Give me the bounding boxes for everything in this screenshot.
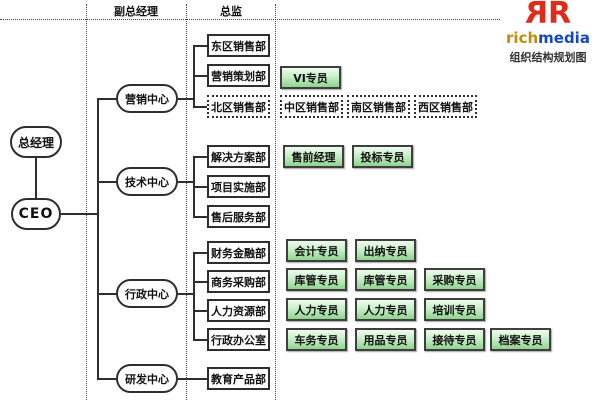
connector-administration-rail	[193, 252, 195, 341]
guide-line-vertical-3	[275, 4, 276, 400]
node-purchasing-specialist: 采购专员	[424, 268, 485, 291]
node-project-impl: 项目实施部	[207, 175, 270, 198]
connector-gm-ceo	[35, 158, 37, 198]
connector-research-edu	[178, 378, 207, 380]
connector-branch-research	[97, 378, 117, 380]
connector-stub-finance	[193, 252, 207, 254]
node-research-center: 研发中心	[116, 364, 178, 393]
guide-line-vertical-2	[186, 4, 187, 400]
node-hr-specialist-1: 人力专员	[286, 298, 347, 321]
node-hr: 人力资源部	[207, 299, 270, 322]
node-bidding-specialist: 投标专员	[352, 145, 413, 168]
node-training-specialist: 培训专员	[424, 298, 485, 321]
chart-title: 组织结构规划图	[509, 51, 587, 64]
guide-line-vertical-1	[86, 4, 87, 400]
connector-stub-marketing-planning	[193, 75, 207, 77]
node-supplies-specialist: 用品专员	[355, 328, 416, 351]
connector-marketing-elbow	[178, 98, 193, 100]
node-vehicle-specialist: 车务专员	[286, 328, 347, 351]
node-vi-specialist: VI专员	[280, 66, 341, 89]
connector-trunk	[97, 98, 99, 380]
node-solutions: 解决方案部	[207, 145, 270, 168]
connector-stub-project-impl	[193, 186, 207, 188]
node-finance: 财务金融部	[207, 241, 270, 264]
node-administration-center: 行政中心	[116, 279, 178, 308]
column-header-director: 总监	[220, 5, 242, 18]
logo-brand-text: richmedia	[506, 29, 590, 47]
node-procurement: 商务采购部	[207, 270, 270, 293]
node-warehouse-specialist-2: 库管专员	[355, 268, 416, 291]
node-west-sales: 西区销售部	[414, 95, 477, 118]
node-technology-center: 技术中心	[116, 167, 178, 196]
node-north-sales: 北区销售部	[207, 95, 270, 118]
node-marketing-planning: 营销策划部	[207, 64, 270, 87]
node-marketing-center: 营销中心	[116, 84, 178, 113]
connector-stub-solutions	[193, 156, 207, 158]
node-central-sales: 中区销售部	[280, 95, 343, 118]
node-after-sales: 售后服务部	[207, 205, 270, 228]
node-archives-specialist: 档案专员	[490, 328, 551, 351]
connector-branch-administration	[97, 293, 117, 295]
node-hr-specialist-2: 人力专员	[355, 298, 416, 321]
node-presales-manager: 售前经理	[283, 145, 344, 168]
connector-stub-north-sales	[193, 106, 207, 108]
node-reception-specialist: 接待专员	[424, 328, 485, 351]
connector-branch-marketing	[97, 98, 117, 100]
connector-branch-technology	[97, 181, 117, 183]
guide-line-horizontal	[0, 19, 500, 20]
connector-stub-procurement	[193, 281, 207, 283]
node-south-sales: 南区销售部	[347, 95, 410, 118]
node-edu-products: 教育产品部	[207, 367, 270, 390]
connector-stub-after-sales	[193, 216, 207, 218]
node-cashier-specialist: 出纳专员	[355, 239, 416, 262]
connector-stub-admin-office	[193, 339, 207, 341]
node-warehouse-specialist-1: 库管专员	[286, 268, 347, 291]
column-header-deputy-gm: 副总经理	[114, 5, 158, 18]
connector-stub-east-sales	[193, 45, 207, 47]
connector-technology-elbow	[178, 181, 193, 183]
connector-ceo-trunk	[61, 213, 98, 215]
node-ceo: CEO	[11, 198, 61, 230]
richmedia-logo: RR richmedia 组织结构规划图	[500, 0, 596, 66]
node-admin-office: 行政办公室	[207, 328, 270, 351]
node-accounting-specialist: 会计专员	[286, 239, 347, 262]
connector-stub-hr	[193, 310, 207, 312]
node-east-sales: 东区销售部	[207, 34, 270, 57]
logo-r-icon: RR	[528, 0, 571, 31]
connector-administration-elbow	[178, 293, 193, 295]
node-general-manager: 总经理	[10, 126, 62, 158]
